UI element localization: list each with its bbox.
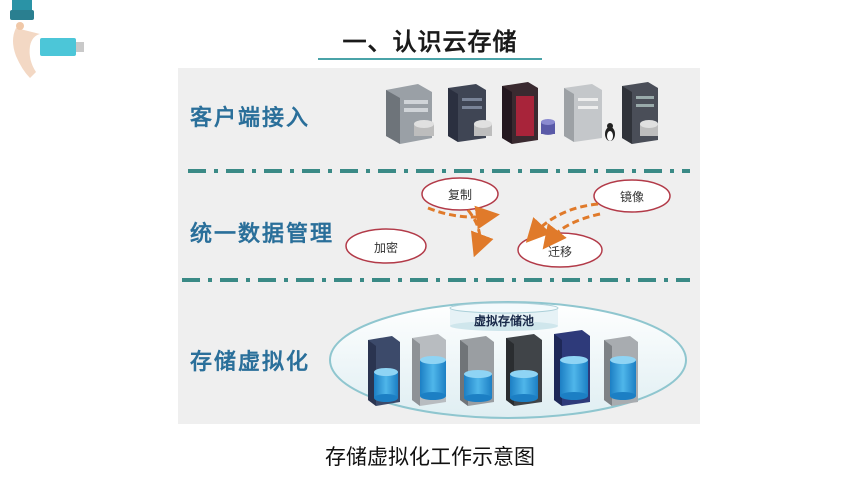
layer-label-client-access: 客户端接入 <box>190 105 311 131</box>
page-title: 一、认识云存储 <box>342 28 518 56</box>
storage-server-icon <box>506 334 542 406</box>
storage-server-icon <box>460 336 494 406</box>
op-label-copy: 复制 <box>447 188 472 202</box>
arrow-icon <box>466 209 494 258</box>
linux-penguin-icon <box>605 123 615 141</box>
storage-server-icon <box>412 334 446 406</box>
client-servers <box>386 82 658 144</box>
op-label-mirror: 镜像 <box>619 190 644 204</box>
storage-server-icon <box>554 330 590 406</box>
server-icon <box>502 82 555 144</box>
server-icon <box>622 82 658 144</box>
server-icon <box>448 84 492 142</box>
data-management-flow <box>345 177 671 268</box>
arrow-icon <box>525 202 599 243</box>
layer-label-unified-data-management: 统一数据管理 <box>190 221 335 247</box>
arrow-icon <box>542 212 601 250</box>
usb-drive-hand-icon <box>10 0 84 78</box>
virtual-storage-pool-label: 虚拟存储池 <box>473 314 534 328</box>
title-underline <box>318 58 542 60</box>
server-icon <box>386 84 434 144</box>
server-icon <box>564 84 602 142</box>
storage-server-icon <box>604 336 638 406</box>
layer-divider <box>188 169 690 173</box>
layer-label-storage-virtualization: 存储虚拟化 <box>190 349 311 375</box>
figure-caption: 存储虚拟化工作示意图 <box>325 445 535 469</box>
virtual-storage-pool <box>329 301 687 419</box>
mirror-ellipse <box>593 179 671 213</box>
encrypt-ellipse <box>345 228 427 264</box>
layer-divider <box>182 278 690 282</box>
op-label-migrate: 迁移 <box>547 245 572 259</box>
copy-ellipse <box>421 177 499 211</box>
storage-server-icon <box>368 336 400 406</box>
storage-virtualization-figure: 客户端接入 <box>178 68 700 424</box>
arrow-icon <box>427 205 500 230</box>
op-label-encrypt: 加密 <box>373 241 398 255</box>
